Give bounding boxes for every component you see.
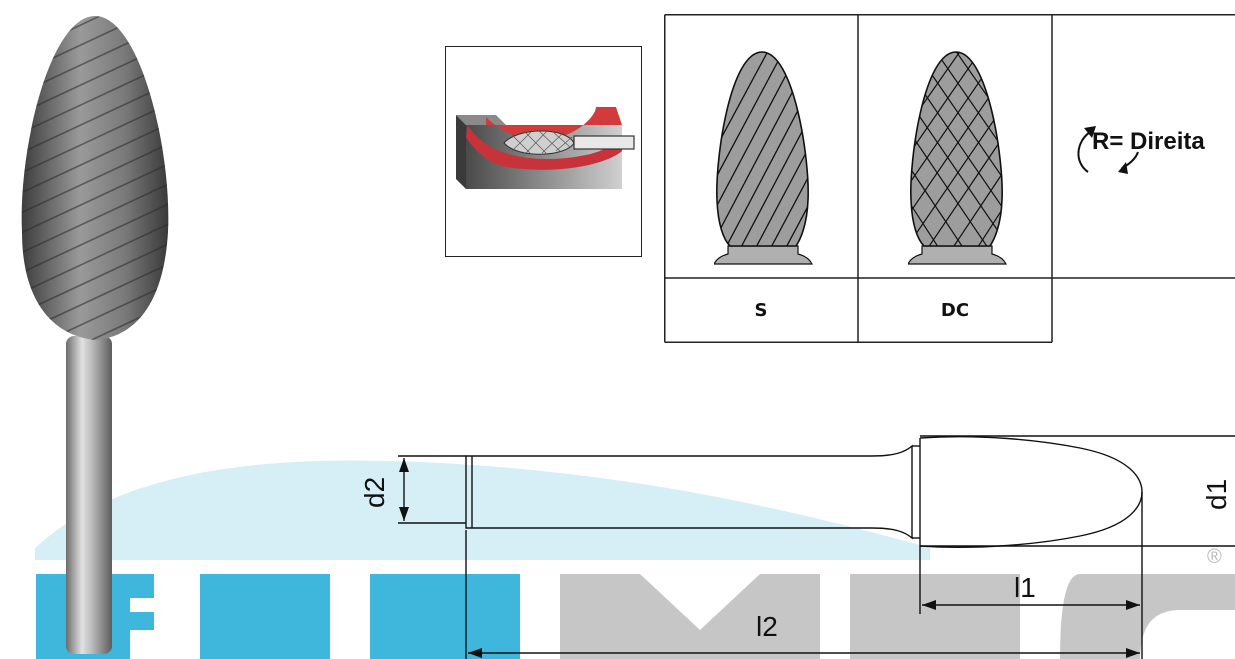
workpiece-fillet-icon bbox=[456, 107, 635, 189]
flame-burr-photo-icon bbox=[21, 16, 169, 654]
cut-types-table: S DC R= Direita bbox=[664, 14, 1235, 343]
application-box bbox=[445, 46, 642, 257]
dim-l1: l1 bbox=[1014, 572, 1036, 603]
clockwise-rotation-icon bbox=[1077, 126, 1139, 174]
cut-code-s: S bbox=[754, 300, 768, 321]
table-grid bbox=[664, 14, 1235, 343]
dim-d2: d2 bbox=[359, 477, 390, 508]
dim-l2: l2 bbox=[756, 611, 778, 642]
dim-d1: d1 bbox=[1201, 479, 1232, 510]
double-cut-burr-icon bbox=[908, 51, 1007, 265]
single-cut-burr-icon bbox=[714, 51, 813, 265]
rotation-label: R= Direita bbox=[1092, 128, 1205, 155]
registered-mark: ® bbox=[1207, 546, 1222, 568]
cut-code-dc: DC bbox=[940, 300, 970, 321]
